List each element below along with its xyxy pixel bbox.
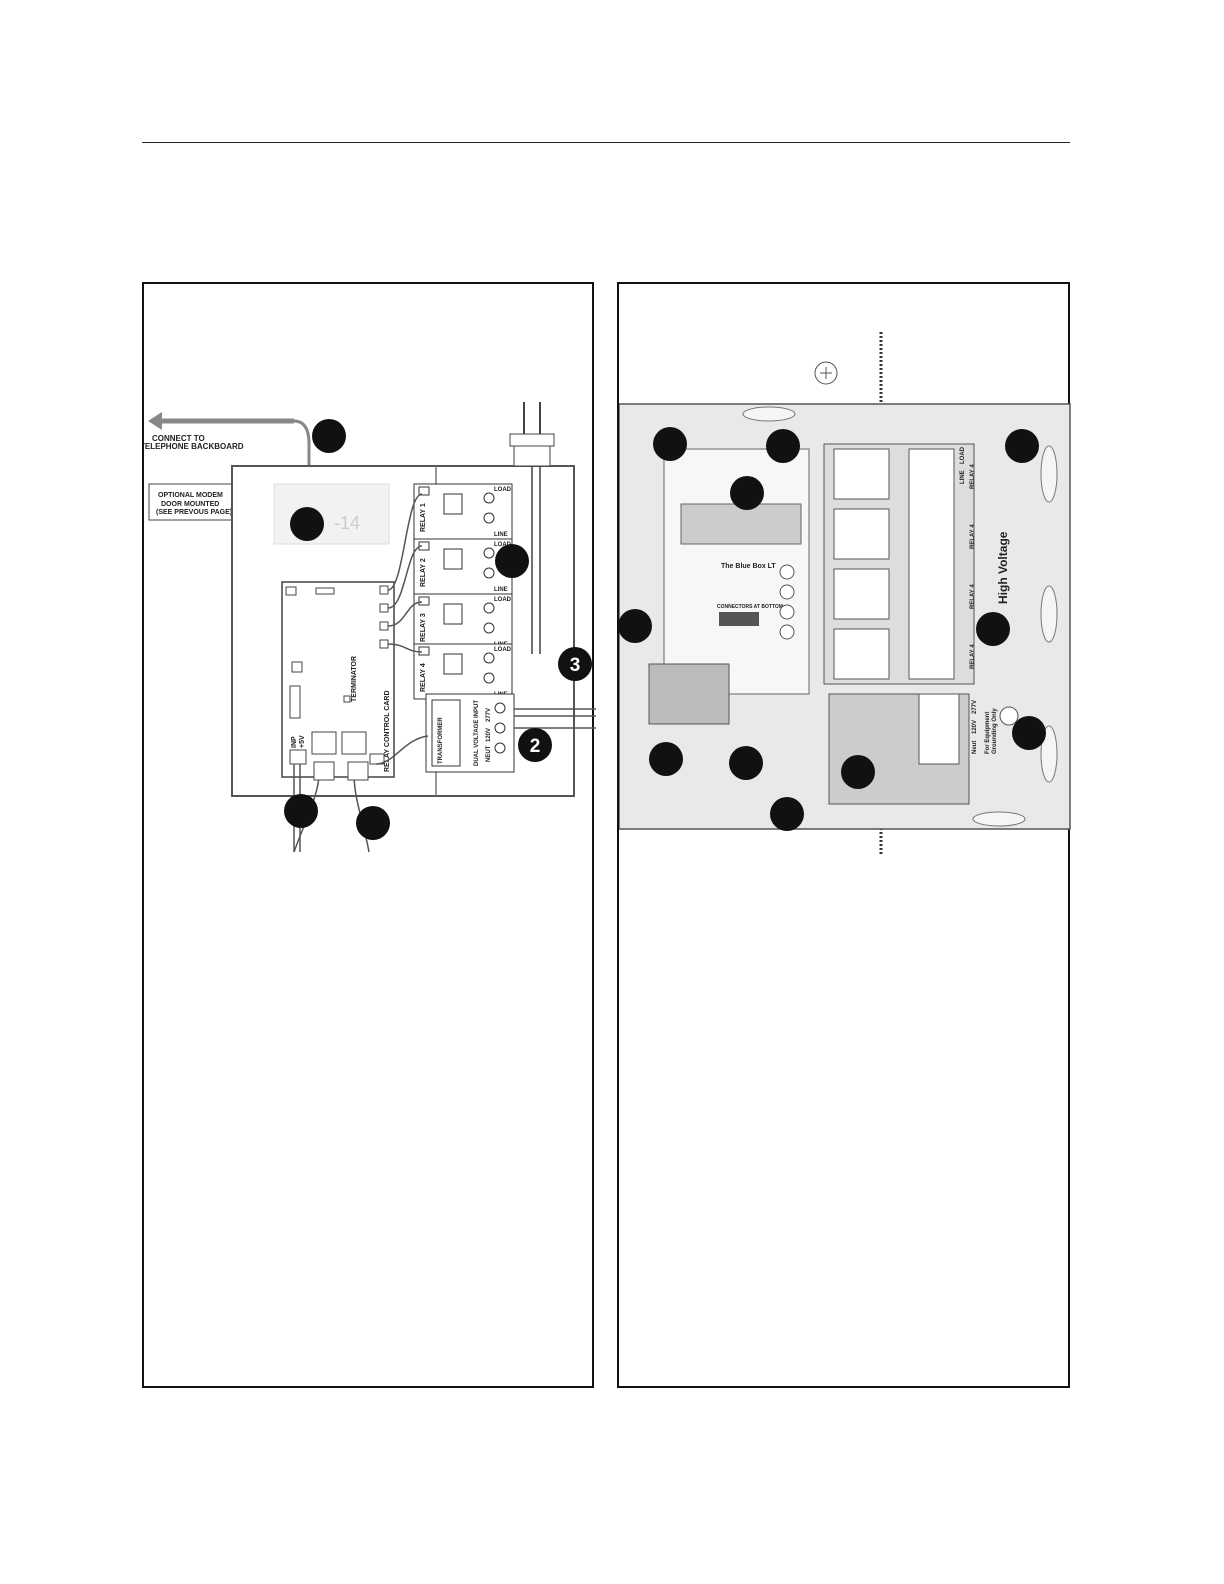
rj45-plugs: [313, 761, 369, 781]
inp-label: INP: [291, 736, 298, 748]
relay1-load: LOAD: [494, 487, 512, 493]
callout-5-label: 2: [530, 736, 541, 757]
modem-label-1: OPTIONAL MODEM: [158, 492, 223, 499]
voltage-neut: NEUT: [486, 745, 492, 762]
connect-label-2: TELEPHONE BACKBOARD: [144, 442, 244, 451]
transformer-label: TRANSFORMER: [438, 717, 444, 764]
photo-callout-5: [619, 609, 652, 643]
callout-6: [284, 794, 318, 828]
equipment-label-1: For Equipment: [985, 712, 991, 754]
line-tag: LINE: [960, 470, 966, 484]
modem-box: [148, 483, 240, 521]
relay-tag-1: RELAY 4: [970, 464, 976, 489]
callout-7: [356, 806, 390, 840]
relay4-load: LOAD: [494, 647, 512, 653]
voltage-neut-r: Neut: [972, 741, 978, 754]
photo-callout-4: [730, 476, 764, 510]
photo-callout-7: [1012, 716, 1046, 750]
callout-3: [495, 544, 529, 578]
wiring-diagram: CONNECT TO TELEPHONE BACKBOARD OPTIONAL …: [144, 402, 596, 853]
relay2-label: RELAY 2: [420, 558, 427, 587]
voltage-277: 277V: [486, 708, 492, 722]
photo-callout-10: [841, 755, 875, 789]
relay3-load: LOAD: [494, 597, 512, 603]
connectors-label: CONNECTORS AT BOTTOM: [717, 604, 783, 610]
faded-label: -14: [334, 513, 360, 533]
photo-callout-1: [653, 427, 687, 461]
transformer-section: TRANSFORMER DUAL VOLTAGE INPUT NEUT 120V…: [425, 693, 515, 773]
wiring: [293, 493, 596, 853]
relay2-line: LINE: [494, 587, 508, 593]
relay2-load: LOAD: [494, 542, 512, 548]
dual-voltage-label: DUAL VOLTAGE INPUT: [474, 700, 480, 766]
faded-board: [273, 483, 390, 545]
terminal-screws: [779, 564, 795, 640]
callout-4-label: 3: [570, 655, 581, 676]
callout-4: [558, 647, 592, 681]
load-tag: LOAD: [960, 446, 966, 464]
photo-callout-8: [649, 742, 683, 776]
relay-modules: LOAD LINE RELAY 1 LOAD LINE RELAY 2: [413, 483, 513, 700]
callout-2: [290, 507, 324, 541]
callout-1: [312, 419, 346, 453]
header-rule: [142, 142, 1070, 143]
relay-control-card: TERMINATOR RELAY CONTROL CARD INP +5V: [281, 581, 395, 778]
conduit: [509, 402, 555, 654]
relay4-label: RELAY 4: [420, 663, 427, 692]
high-voltage-label: High Voltage: [996, 531, 1010, 604]
photo-callout-11: [770, 797, 804, 831]
control-card-label: RELAY CONTROL CARD: [384, 690, 391, 772]
knockouts: [742, 406, 1058, 827]
photo-callout-9: [729, 746, 763, 780]
relay1-label: RELAY 1: [420, 503, 427, 532]
voltage-120-r: 120V: [972, 720, 978, 734]
enclosure-photo: The Blue Box LT CONNECTORS AT BOTTOM REL…: [619, 332, 1071, 856]
equipment-label-2: Grounding Only: [992, 708, 998, 754]
wiring-diagram-panel: CONNECT TO TELEPHONE BACKBOARD OPTIONAL …: [142, 282, 596, 1388]
voltage-120: 120V: [486, 728, 492, 742]
photo-callout-2: [766, 429, 800, 463]
enclosure-photo-panel: The Blue Box LT CONNECTORS AT BOTTOM REL…: [617, 282, 1071, 1388]
callout-5: [518, 728, 552, 762]
terminator-label: TERMINATOR: [351, 656, 358, 702]
relay3-label: RELAY 3: [420, 613, 427, 642]
relay-tag-4: RELAY 4: [970, 644, 976, 669]
relay-tag-3: RELAY 4: [970, 584, 976, 609]
board-name: The Blue Box LT: [721, 563, 776, 570]
relay-tag-2: RELAY 4: [970, 524, 976, 549]
modem-label-2: DOOR MOUNTED: [161, 501, 219, 508]
voltage-277-r: 277V: [972, 700, 978, 714]
ground-screw-icon: [999, 706, 1019, 726]
photo-callout-3: [1005, 429, 1039, 463]
plus5v-label: +5V: [299, 735, 306, 748]
modem-label-3: (SEE PREVOUS PAGE): [156, 509, 232, 516]
relay1-line: LINE: [494, 532, 508, 538]
relay-blocks: [823, 443, 975, 685]
photo-callouts: [619, 427, 1046, 831]
connect-label-1: CONNECT TO: [152, 434, 205, 443]
photo-callout-6: [976, 612, 1010, 646]
callouts: 3 2: [284, 419, 592, 840]
